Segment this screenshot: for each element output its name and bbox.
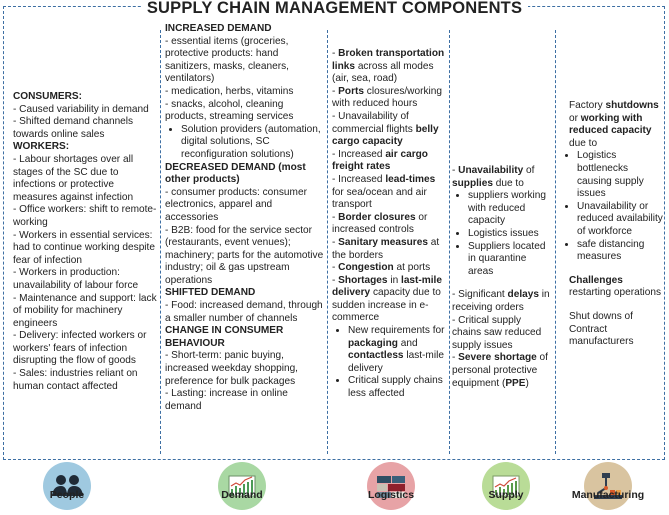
demand-item: - B2B: food for the service sector (rest… — [165, 224, 324, 286]
supply-item: - Unavailability of supplies due to — [452, 165, 535, 189]
people-item: - Maintenance and support: lack of mobil… — [13, 292, 157, 329]
people-item: - Shifted demand channels towards online… — [13, 116, 134, 140]
logistics-item: - Unavailability of commercial flights b… — [332, 110, 439, 148]
logistics-item: - Increased air cargo freight rates — [332, 148, 428, 173]
increased-demand-heading: INCREASED DEMAND — [165, 23, 272, 34]
manufacturing-item: Challenges restarting operations — [569, 274, 662, 299]
logistics-item: - Ports closures/working with reduced ho… — [332, 85, 442, 110]
manufacturing-item: safe distancing measures — [577, 239, 664, 264]
column-divider — [449, 30, 450, 454]
people-item: - Caused variability in demand — [13, 103, 149, 115]
logistics-item: - Congestion at ports — [332, 262, 431, 274]
people-item: - Workers in essential services: had to … — [13, 229, 155, 266]
logistics-label: Logistics — [367, 489, 415, 501]
column-divider — [160, 30, 161, 454]
manufacturing-robot-icon — [584, 462, 632, 510]
demand-item: - snacks, alcohol, cleaning products, st… — [165, 98, 294, 123]
demand-item: - Short-term: panic buying, increased we… — [165, 350, 298, 387]
consumer-behaviour-heading: CHANGE IN CONSUMER BEHAVIOUR — [165, 325, 284, 349]
people-icon — [43, 462, 91, 510]
consumers-heading: CONSUMERS: — [13, 91, 82, 102]
supply-item: - Severe shortage of personal protective… — [452, 352, 548, 389]
decreased-demand-heading: DECREASED DEMAND (most other products) — [165, 161, 306, 186]
people-column: CONSUMERS: - Caused variability in deman… — [13, 91, 158, 393]
column-divider — [327, 30, 328, 454]
supply-label: Supply — [488, 489, 524, 501]
supply-item: - Significant delays in receiving orders — [452, 289, 550, 313]
workers-heading: WORKERS: — [13, 141, 70, 153]
manufacturing-item: Shut downs of Contract manufacturers — [569, 310, 634, 348]
logistics-containers-icon — [367, 462, 415, 510]
demand-column: INCREASED DEMAND - essential items (groc… — [165, 23, 325, 413]
demand-item: - consumer products: consumer electronic… — [165, 186, 307, 223]
logistics-item: - Broken transportation links across all… — [332, 48, 445, 85]
shifted-demand-heading: SHIFTED DEMAND — [165, 287, 256, 299]
people-item: - Labour shortages over all stages of th… — [13, 153, 134, 203]
people-item: - Workers in production: unavailability … — [13, 267, 139, 291]
demand-item: - Food: increased demand, through a smal… — [165, 300, 323, 324]
demand-chart-icon — [218, 462, 266, 510]
manufacturing-label: Manufacturing — [571, 489, 645, 501]
supply-item: - Critical supply chains saw reduced sup… — [452, 314, 542, 351]
people-item: - Office workers: shift to remote-workin… — [13, 204, 157, 228]
demand-item: - Lasting: increase in online demand — [165, 388, 288, 412]
demand-item: Solution providers (automation, digital … — [181, 124, 325, 162]
supply-item: Logistics issues — [468, 228, 552, 241]
manufacturing-item: Unavailability or reduced availability o… — [577, 201, 664, 239]
demand-item: - essential items (groceries, protective… — [165, 35, 289, 85]
column-divider — [555, 30, 556, 454]
manufacturing-item: Logistics bottlenecks causing supply iss… — [577, 150, 664, 200]
supply-item: Suppliers located in quarantine areas — [468, 241, 552, 279]
logistics-item: - Shortages in last-mile delivery capaci… — [332, 274, 442, 324]
diagram-title: SUPPLY CHAIN MANAGEMENT COMPONENTS — [0, 0, 669, 18]
supply-chart-icon — [482, 462, 530, 510]
logistics-item: Critical supply chains less affected — [348, 375, 447, 400]
demand-label: Demand — [221, 489, 263, 501]
people-item: - Sales: industries reliant on human con… — [13, 368, 138, 392]
logistics-item: - Sanitary measures at the borders — [332, 236, 440, 261]
manufacturing-column: Factory shutdowns or working with reduce… — [561, 100, 664, 349]
supply-column: - Unavailability of supplies due to supp… — [452, 165, 552, 390]
supply-item: suppliers working with reduced capacity — [468, 190, 552, 228]
logistics-item: - Increased lead-times for sea/ocean and… — [332, 173, 436, 211]
logistics-item: New requirements for packaging and conta… — [348, 325, 447, 375]
demand-item: - medication, herbs, vitamins — [165, 85, 294, 97]
logistics-item: - Border closures or increased controls — [332, 211, 428, 236]
people-item: - Delivery: infected workers or workers'… — [13, 330, 147, 367]
people-label: People — [49, 489, 85, 501]
manufacturing-item: Factory shutdowns or working with reduce… — [569, 100, 659, 149]
logistics-column: - Broken transportation links across all… — [332, 48, 447, 401]
